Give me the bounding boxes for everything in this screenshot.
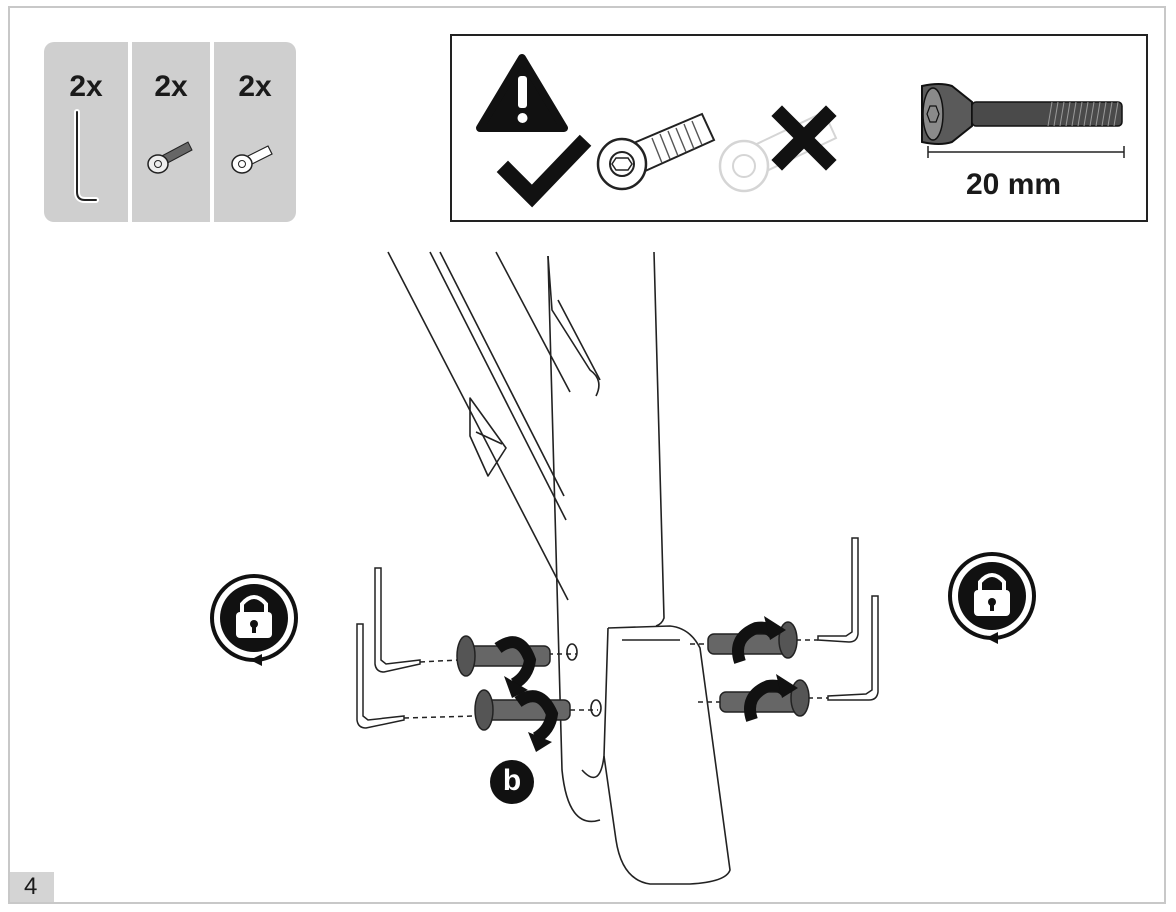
checkmark-icon xyxy=(496,134,592,208)
bolt-warning-art xyxy=(476,54,1125,208)
warning-triangle-icon xyxy=(476,54,568,132)
part-long-bolt: 2x xyxy=(132,42,210,222)
callout-label: b xyxy=(490,760,534,804)
lock-rotate-icon-right xyxy=(948,552,1036,644)
stand-frame xyxy=(387,251,731,885)
countersunk-bolt-icon xyxy=(921,83,1123,145)
bolt-warning-box xyxy=(450,34,1148,222)
allen-key-icon xyxy=(74,109,99,203)
lock-rotate-icon-left xyxy=(210,574,298,666)
part-quantity: 2x xyxy=(154,70,188,103)
part-allen-key: 2x xyxy=(44,42,128,222)
part-quantity: 2x xyxy=(69,70,103,103)
page-frame xyxy=(8,6,1166,904)
allen-keys-left xyxy=(356,567,421,729)
bolt-length-label: 20 mm xyxy=(966,168,1062,201)
step-number: 4 xyxy=(10,872,54,902)
correct-bolt-icon xyxy=(596,112,716,191)
bolts-right xyxy=(707,616,810,722)
long-bolt-icon xyxy=(147,141,193,174)
part-short-bolt: 2x xyxy=(214,42,296,222)
part-quantity: 2x xyxy=(238,70,272,103)
parts-list: 2x 2x 2x xyxy=(44,42,296,222)
dimension-line xyxy=(927,146,1125,158)
cross-icon xyxy=(771,105,837,171)
bolts-left xyxy=(456,635,571,752)
allen-keys-right xyxy=(817,537,879,701)
short-bolt-icon xyxy=(231,145,273,174)
